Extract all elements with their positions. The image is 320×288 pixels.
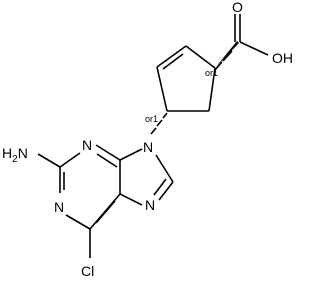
- chemical-structure: O OH or1 or1 N N N N H2N: [2, 0, 293, 279]
- bond-c3-c4: [156, 66, 168, 112]
- amino-label: H2N: [2, 145, 28, 165]
- bond-c4-n3: [95, 144, 121, 161]
- amino-n: N: [18, 145, 28, 161]
- hash-3: [162, 112, 168, 119]
- hash-2: [222, 50, 233, 62]
- bond-c8-n7: [158, 181, 174, 201]
- carbonyl-oxygen: O: [232, 0, 243, 15]
- bond-c2-c3-inner: [162, 53, 184, 70]
- chlorine-label: Cl: [81, 263, 94, 279]
- stereo-label-c4: or1: [145, 114, 158, 124]
- bond-c-oh: [239, 41, 269, 56]
- hydroxyl-label: OH: [272, 50, 293, 66]
- n7-label: N: [145, 197, 155, 213]
- bond-c1-c2: [185, 45, 216, 69]
- amino-group: H2N: [2, 145, 61, 168]
- n9-label: N: [143, 139, 153, 155]
- hashed-wedge-c1: [215, 41, 239, 68]
- bond-c4-n3-inner: [96, 153, 118, 168]
- bond-c5-c1: [208, 67, 216, 112]
- amino-subscript: 2: [12, 154, 18, 165]
- bond-n9-c8: [155, 154, 174, 183]
- stereo-label-c1: or1: [205, 68, 218, 78]
- pyrimidine-ring: N N: [54, 137, 121, 230]
- hash-4: [156, 119, 163, 127]
- bond-c8-n7-inner: [153, 178, 167, 196]
- amino-h: H: [2, 145, 12, 161]
- bond-c2-c3: [156, 45, 187, 68]
- imidazole-ring: N N: [119, 139, 174, 213]
- n1-label: N: [54, 199, 64, 215]
- bond-c4-n9: [119, 148, 143, 161]
- bond-c2-nh2: [37, 153, 61, 168]
- bond-n7-c5: [119, 193, 143, 206]
- structure-canvas: O OH or1 or1 N N N N H2N: [2, 0, 293, 279]
- chloro-group: Cl: [81, 229, 94, 279]
- bond-n3-c2: [59, 152, 81, 168]
- bond-c6-c5-inner: [95, 200, 116, 224]
- bond-n1-c6: [65, 214, 91, 230]
- hash-5: [150, 127, 157, 135]
- hashed-bond-c4-n9: [150, 112, 168, 135]
- cyclopentene-ring: [156, 45, 216, 112]
- n3-label: N: [82, 137, 92, 153]
- hash-1: [214, 61, 223, 71]
- carboxyl-group: O OH: [214, 0, 293, 71]
